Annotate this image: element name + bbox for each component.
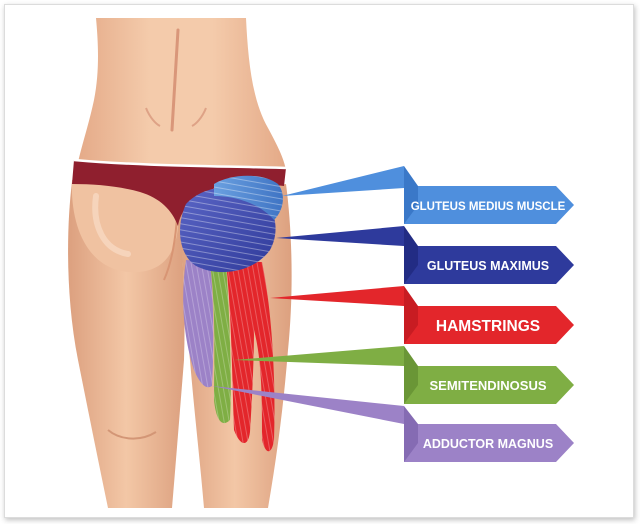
- underwear: [72, 160, 286, 226]
- torso: [76, 18, 286, 172]
- pointer-adductor-magnus: [212, 386, 404, 424]
- muscle-gluteus-medius: [214, 175, 283, 220]
- tag-semitendinosus: [404, 366, 574, 404]
- tag-hamstrings: [404, 306, 574, 344]
- label-adductor-magnus: ADDUCTOR MAGNUS: [212, 386, 574, 462]
- tag-gluteus-medius: [404, 186, 574, 224]
- label-semitendinosus: SEMITENDINOSUS: [234, 346, 574, 404]
- label-text-gluteus-medius: GLUTEUS MEDIUS MUSCLE: [411, 201, 566, 213]
- label-text-hamstrings: HAMSTRINGS: [436, 318, 540, 335]
- muscle-gluteus-maximus: [180, 187, 276, 273]
- pointer-gluteus-maximus: [276, 226, 404, 246]
- muscle-hamstrings: [226, 262, 275, 452]
- muscle-adductor-magnus: [183, 260, 214, 388]
- pointer-semitendinosus: [234, 346, 404, 366]
- pointer-hamstrings: [270, 286, 404, 306]
- label-text-semitendinosus: SEMITENDINOSUS: [429, 378, 546, 393]
- tag-gluteus-maximus: [404, 246, 574, 284]
- tag-adductor-magnus: [404, 424, 574, 462]
- label-text-gluteus-maximus: GLUTEUS MAXIMUS: [427, 259, 549, 273]
- label-gluteus-medius: GLUTEUS MEDIUS MUSCLE: [282, 166, 574, 224]
- buttocks: [71, 180, 179, 281]
- pointer-gluteus-medius: [282, 166, 404, 196]
- muscle-semitendinosus: [210, 262, 231, 424]
- waistband: [73, 158, 287, 170]
- label-gluteus-maximus: GLUTEUS MAXIMUS: [276, 226, 574, 284]
- label-text-adductor-magnus: ADDUCTOR MAGNUS: [423, 437, 553, 451]
- label-hamstrings: HAMSTRINGS: [270, 286, 574, 344]
